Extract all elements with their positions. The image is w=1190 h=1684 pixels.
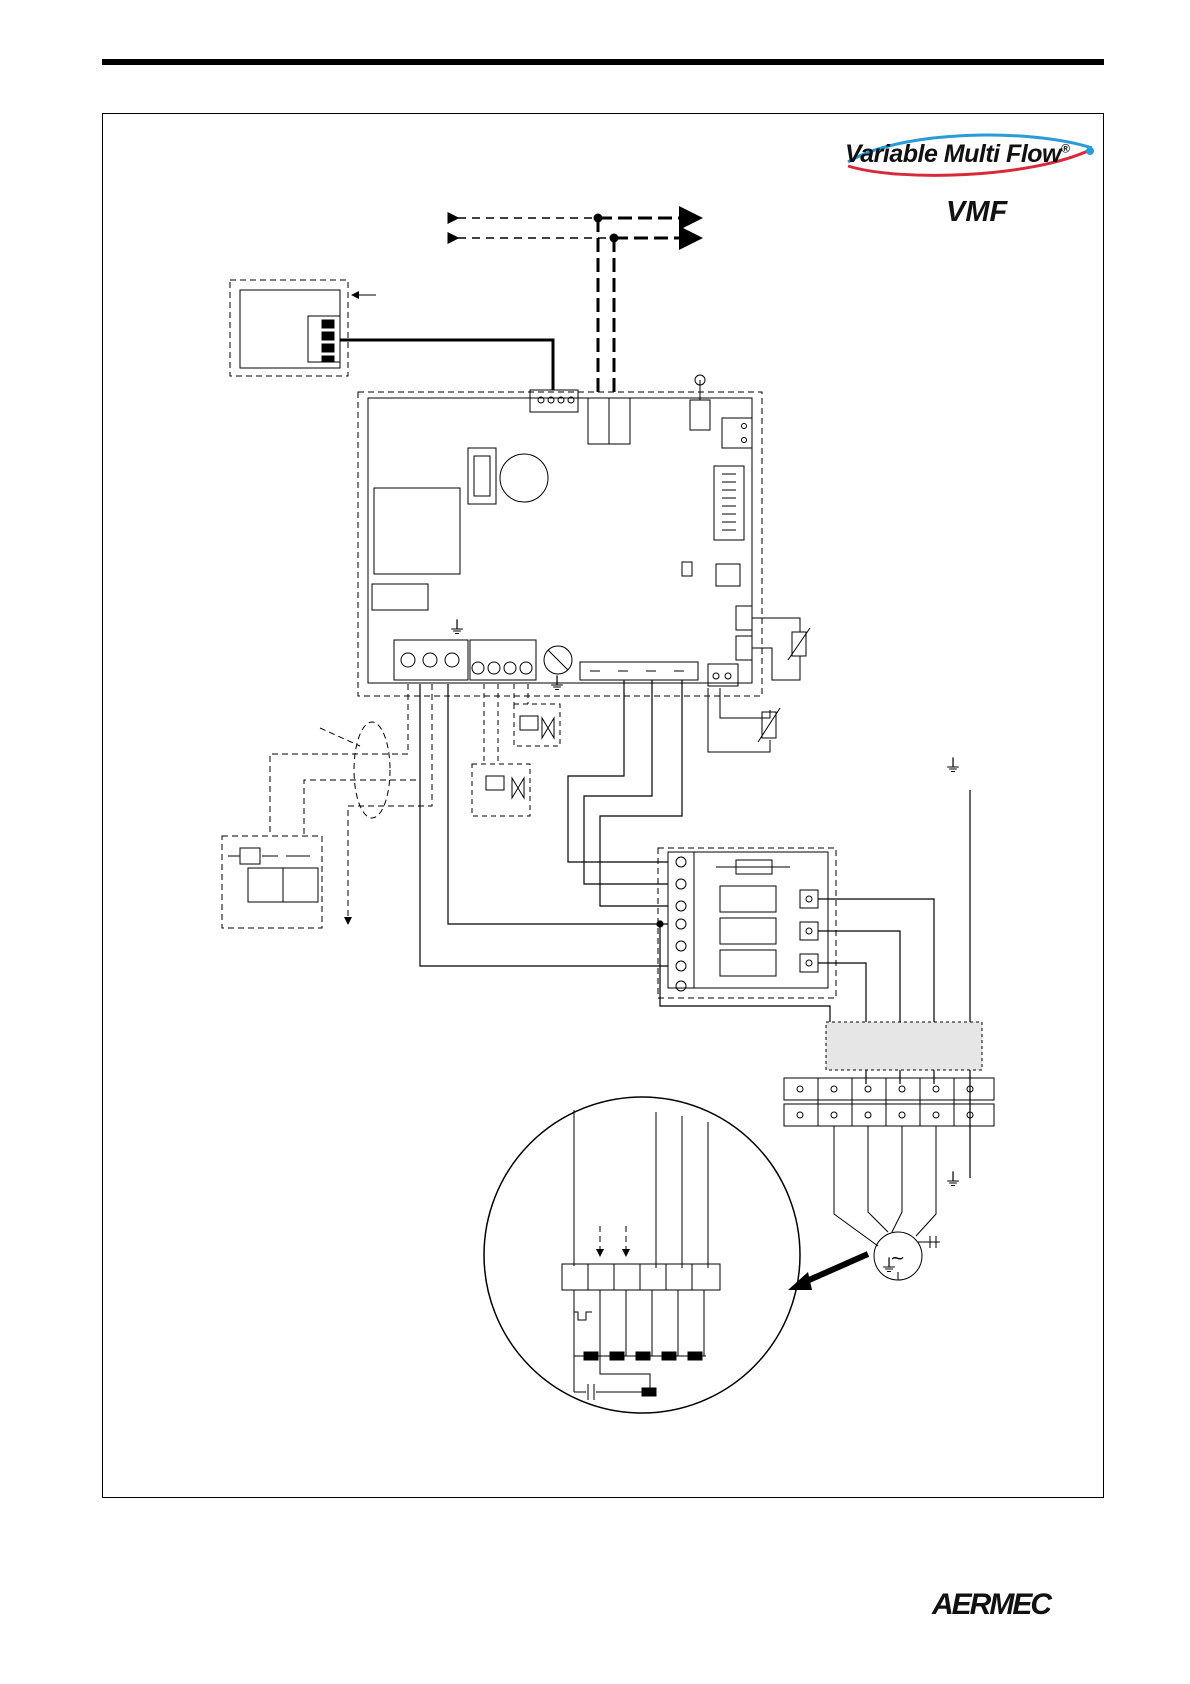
thermistor-sensors (708, 618, 810, 752)
external-contactor (222, 684, 432, 928)
detail-zoom-circle (484, 1097, 800, 1413)
ground-icon-bottom: ⏚ (944, 1170, 962, 1191)
optional-module-box (826, 1022, 982, 1070)
relay-module (658, 848, 836, 998)
speed-wires (818, 790, 970, 1178)
remote-panel (230, 280, 553, 390)
board-to-relay-wires (420, 680, 830, 1022)
board-ground-icon: ⏚ (448, 618, 466, 639)
logo-acronym: VMF (946, 196, 1007, 229)
terminal-strip (784, 1078, 994, 1126)
logo-product-line-text: Variable Multi Flow (845, 140, 1061, 168)
valve-actuators (472, 684, 560, 816)
logo-reg-mark: ® (1061, 142, 1069, 156)
detail-arrow-icon (800, 1254, 868, 1284)
ground-icon-top: ⏚ (944, 756, 962, 777)
detail-arrowhead-icon (788, 1272, 812, 1290)
board-ground-icon-2: ⏚ (548, 674, 566, 695)
footer-brand-logo: AERMEC (932, 1588, 1050, 1622)
bus-lines (458, 214, 700, 398)
logo-product-line: Variable Multi Flow® (845, 140, 1069, 169)
motor-ac-icon: ~ (890, 1248, 905, 1269)
control-board (358, 375, 762, 696)
